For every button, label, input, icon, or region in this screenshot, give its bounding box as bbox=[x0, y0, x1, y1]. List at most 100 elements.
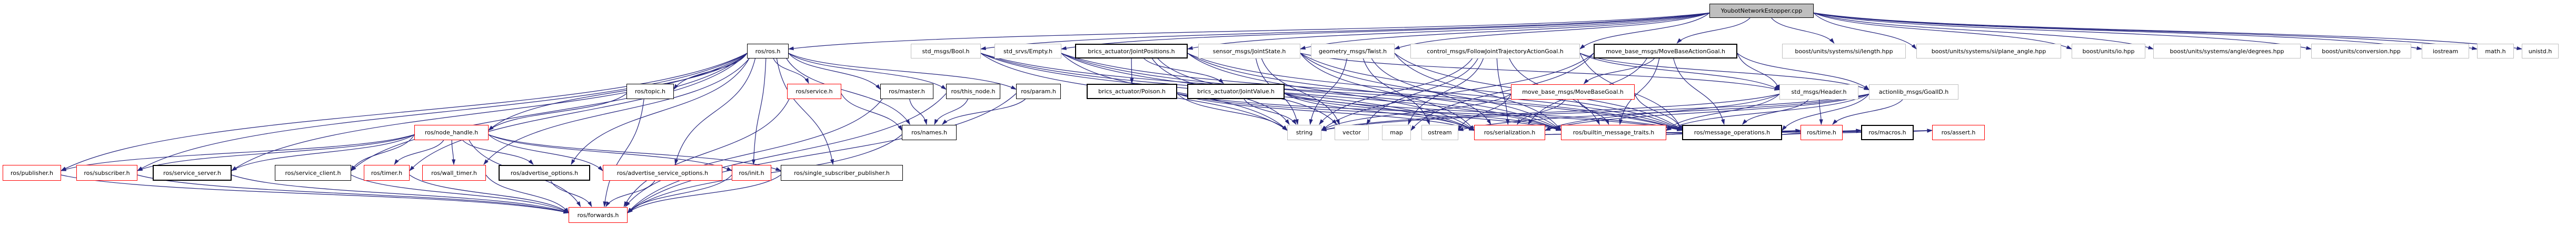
edge-jointpositions-jointvalue bbox=[1143, 58, 1224, 84]
node-ostream: ostream bbox=[1421, 125, 1458, 140]
node-ssp[interactable]: ros/single_subscriber_publisher.h bbox=[781, 165, 903, 181]
node-label-time_h: ros/time.h bbox=[1807, 129, 1836, 136]
node-jointstate: sensor_msgs/JointState.h bbox=[1198, 44, 1300, 58]
edge-ros_h-service_server bbox=[231, 53, 748, 171]
node-init[interactable]: ros/init.h bbox=[732, 165, 771, 181]
edge-goalid-string bbox=[1320, 93, 1869, 132]
node-timer[interactable]: ros/timer.h bbox=[364, 165, 410, 181]
edge-fjtag-serialization bbox=[1496, 58, 1510, 125]
node-label-root: YoubotNetworkEstopper.cpp bbox=[1720, 7, 1803, 14]
node-twist: geometry_msgs/Twist.h bbox=[1311, 44, 1395, 58]
node-label-master: ros/master.h bbox=[889, 88, 925, 95]
node-label-this_node: ros/this_node.h bbox=[951, 88, 996, 95]
node-label-timer: ros/timer.h bbox=[371, 169, 403, 177]
node-label-vector: vector bbox=[1342, 129, 1361, 136]
node-jointpositions[interactable]: brics_actuator/JointPositions.h bbox=[1075, 44, 1188, 58]
node-bool_h: std_msgs/Bool.h bbox=[911, 44, 981, 58]
edge-topic-node_handle bbox=[488, 93, 627, 131]
root-node-root: YoubotNetworkEstopper.cpp bbox=[1709, 4, 1814, 18]
edge-root-iostream bbox=[1813, 12, 2423, 50]
edge-adv_service_options-forwards bbox=[605, 180, 655, 208]
node-label-ssp: ros/single_subscriber_publisher.h bbox=[794, 169, 890, 177]
node-label-macros: ros/macros.h bbox=[1868, 129, 1906, 136]
node-master[interactable]: ros/master.h bbox=[880, 84, 933, 99]
node-serialization[interactable]: ros/serialization.h bbox=[1474, 125, 1545, 140]
node-degrees: boost/units/systems/angle/degrees.hpp bbox=[2153, 44, 2301, 58]
edge-fjtag-header bbox=[1579, 53, 1781, 91]
node-goalid: actionlib_msgs/GoalID.h bbox=[1869, 84, 1958, 100]
edge-node_handle-subscriber bbox=[136, 134, 415, 171]
edge-twist-string bbox=[1309, 58, 1348, 125]
edge-mbag-mbgoal bbox=[1583, 58, 1655, 84]
node-label-mbag: move_base_msgs/MoveBaseActionGoal.h bbox=[1605, 47, 1726, 55]
edge-root-empty_h bbox=[1060, 12, 1710, 50]
node-mbag[interactable]: move_base_msgs/MoveBaseActionGoal.h bbox=[1594, 44, 1737, 58]
node-iostream: iostream bbox=[2422, 44, 2469, 58]
edge-ros_h-wall_timer bbox=[483, 58, 750, 165]
edge-node_handle-ssp bbox=[488, 134, 782, 171]
edge-root-bool_h bbox=[980, 12, 1710, 51]
node-label-adv_service_options: ros/advertise_service_options.h bbox=[616, 169, 709, 177]
node-builtin[interactable]: ros/builtin_message_traits.h bbox=[1561, 125, 1666, 140]
edge-root-unitsio bbox=[1813, 12, 2073, 50]
edge-ros_h-timer bbox=[409, 53, 748, 171]
node-service[interactable]: ros/service.h bbox=[787, 84, 841, 99]
node-service_server[interactable]: ros/service_server.h bbox=[153, 165, 232, 181]
node-label-iostream: iostream bbox=[2432, 47, 2459, 55]
node-label-service: ros/service.h bbox=[795, 88, 833, 95]
node-label-empty_h: std_srvs/Empty.h bbox=[1003, 47, 1053, 55]
node-math_h: math.h bbox=[2477, 44, 2514, 58]
node-label-wall_timer: ros/wall_timer.h bbox=[431, 169, 477, 177]
node-map: map bbox=[1382, 125, 1411, 140]
edge-node_handle-wall_timer bbox=[451, 140, 456, 165]
edge-ros_h-subscriber bbox=[136, 53, 748, 171]
edge-jointvalue-message_ops bbox=[1284, 93, 1683, 131]
node-wall_timer[interactable]: ros/wall_timer.h bbox=[422, 165, 486, 181]
node-label-node_handle: ros/node_handle.h bbox=[424, 129, 479, 136]
node-param[interactable]: ros/param.h bbox=[1016, 84, 1061, 99]
node-time_h[interactable]: ros/time.h bbox=[1801, 125, 1843, 140]
edge-header-message_ops bbox=[1742, 99, 1809, 125]
node-mbgoal[interactable]: move_base_msgs/MoveBaseGoal.h bbox=[1511, 84, 1635, 100]
node-label-jointstate: sensor_msgs/JointState.h bbox=[1212, 47, 1286, 55]
node-label-poison: brics_actuator/Poison.h bbox=[1098, 88, 1166, 95]
node-forwards[interactable]: ros/forwards.h bbox=[569, 207, 628, 223]
edge-root-silength bbox=[1771, 17, 1835, 44]
node-empty_h: std_srvs/Empty.h bbox=[994, 44, 1061, 58]
edge-poison-serialization bbox=[1177, 93, 1475, 131]
node-topic[interactable]: ros/topic.h bbox=[626, 84, 674, 99]
edge-poison-builtin bbox=[1177, 93, 1562, 131]
node-message_ops[interactable]: ros/message_operations.h bbox=[1682, 125, 1782, 140]
node-jointvalue[interactable]: brics_actuator/JointValue.h bbox=[1187, 84, 1285, 99]
edge-mbag-map bbox=[1410, 53, 1594, 131]
node-adv_service_options[interactable]: ros/advertise_service_options.h bbox=[603, 165, 722, 181]
edge-root-math_h bbox=[1813, 12, 2478, 50]
node-ros_h[interactable]: ros/ros.h bbox=[747, 44, 789, 58]
node-fjtag: control_msgs/FollowJointTrajectoryAction… bbox=[1410, 44, 1580, 58]
node-label-unitsio: boost/units/io.hpp bbox=[2082, 47, 2135, 55]
node-node_handle[interactable]: ros/node_handle.h bbox=[414, 125, 489, 140]
edge-ros_h-publisher bbox=[60, 53, 748, 171]
node-label-param: ros/param.h bbox=[1021, 88, 1056, 95]
edge-ros_h-service_client bbox=[351, 53, 748, 171]
edge-node_handle-adv_service_options bbox=[488, 134, 603, 171]
node-advertise_options[interactable]: ros/advertise_options.h bbox=[499, 165, 590, 181]
node-publisher[interactable]: ros/publisher.h bbox=[3, 165, 61, 181]
node-assert[interactable]: ros/assert.h bbox=[1932, 125, 1985, 140]
node-this_node[interactable]: ros/this_node.h bbox=[946, 84, 1000, 99]
edge-ros_h-node_handle bbox=[488, 53, 748, 131]
edge-service_server-forwards bbox=[231, 174, 570, 213]
edge-fjtag-string bbox=[1319, 58, 1473, 125]
node-macros[interactable]: ros/macros.h bbox=[1861, 125, 1914, 140]
edge-advertise_options-forwards bbox=[550, 180, 592, 208]
node-label-serialization: ros/serialization.h bbox=[1484, 129, 1536, 136]
node-names[interactable]: ros/names.h bbox=[902, 125, 957, 140]
node-label-names: ros/names.h bbox=[911, 129, 947, 136]
edge-jointvalue-builtin bbox=[1284, 93, 1562, 131]
edge-root-jointpositions bbox=[1187, 12, 1710, 50]
node-subscriber[interactable]: ros/subscriber.h bbox=[76, 165, 137, 181]
edge-jointvalue-string bbox=[1244, 99, 1297, 125]
edge-mbgoal-string bbox=[1320, 93, 1511, 131]
node-poison[interactable]: brics_actuator/Poison.h bbox=[1087, 84, 1177, 99]
node-service_client[interactable]: ros/service_client.h bbox=[275, 165, 351, 181]
